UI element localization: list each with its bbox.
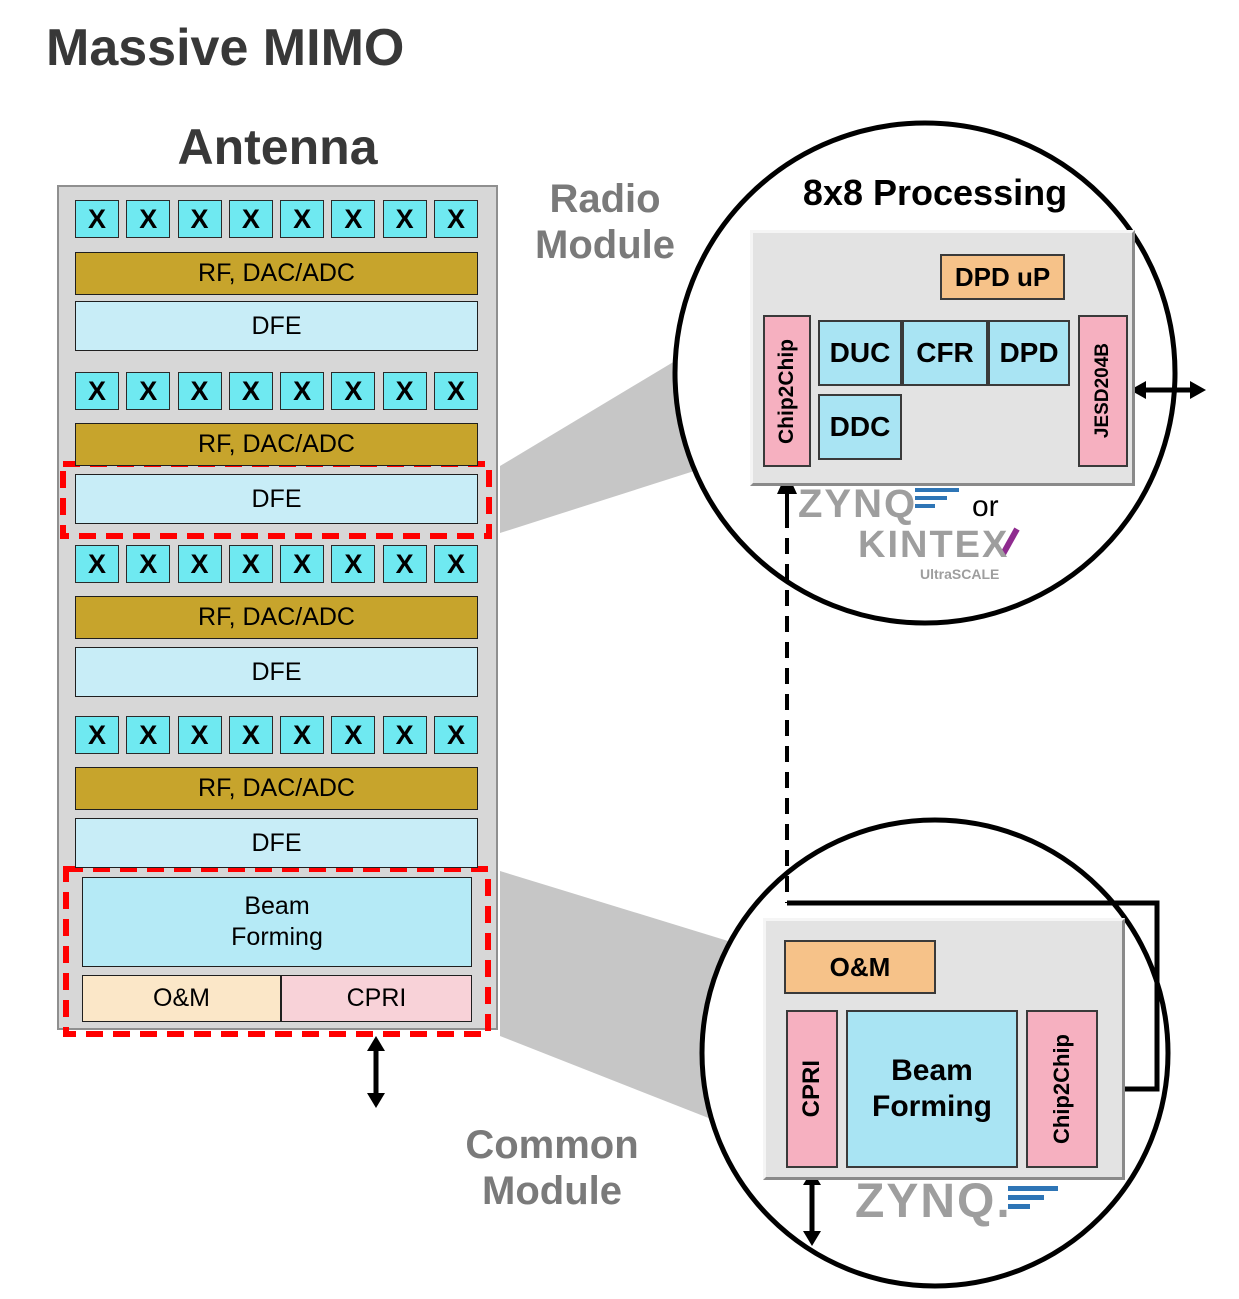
antenna-element: X: [228, 200, 273, 238]
kintex-logo-swoosh: [1000, 527, 1020, 556]
common-module-label-line2: Module: [482, 1169, 622, 1213]
antenna-element: X: [382, 372, 427, 410]
antenna-element: X: [75, 372, 119, 410]
common-chip2chip-label: Chip2Chip: [1049, 1034, 1074, 1144]
processing-circle-title: 8x8 Processing: [802, 172, 1068, 213]
antenna-heading: Antenna: [177, 119, 378, 175]
page-title: Massive MIMO: [46, 19, 405, 77]
antenna-element: X: [280, 716, 325, 754]
radio-module-label-line2: Module: [535, 223, 675, 267]
radio-module-label-line1: Radio: [549, 177, 661, 221]
common-beam-forming-line1: Beam: [891, 1054, 973, 1087]
beam-forming-line1: Beam: [244, 891, 310, 920]
antenna-element: X: [433, 716, 478, 754]
antenna-element: X: [433, 372, 478, 410]
antenna-element: X: [331, 372, 376, 410]
jesd204b-block: JESD204B: [1078, 315, 1128, 467]
antenna-element: X: [382, 716, 427, 754]
antenna-element: X: [280, 545, 325, 583]
common-beam-forming-line2: Forming: [872, 1090, 992, 1123]
common-highlight-rect: [63, 866, 491, 1037]
cpri-io-arrow: [367, 1036, 385, 1108]
dfe-highlight-rect: [60, 461, 492, 539]
antenna-element: X: [228, 372, 273, 410]
antenna-element: X: [228, 716, 273, 754]
cfr-block: CFR: [902, 320, 988, 386]
antenna-element: X: [126, 545, 171, 583]
antenna-element: X: [331, 200, 376, 238]
beam-forming-line2: Forming: [231, 923, 323, 951]
common-beam-forming-block: Beam Forming: [846, 1010, 1018, 1168]
chip2chip-label: Chip2Chip: [775, 338, 798, 444]
jesd204b-label: JESD204B: [1092, 343, 1113, 439]
antenna-element: X: [280, 200, 325, 238]
rf-dac-adc-bar: RF, DAC/ADC: [75, 252, 478, 295]
beam-forming-box: Beam Forming: [82, 877, 472, 967]
antenna-element: X: [177, 372, 222, 410]
antenna-element: X: [75, 200, 119, 238]
antenna-element: X: [126, 372, 171, 410]
common-module-label: Common Module: [432, 1122, 672, 1214]
common-zynq-logo: ZYNQ.: [855, 1175, 1012, 1228]
duc-block: DUC: [818, 320, 902, 386]
kintex-logo: KINTEX: [858, 524, 1010, 566]
common-module-label-line1: Common: [465, 1123, 639, 1167]
ultrascale-label: UltraSCALE: [920, 566, 1000, 582]
antenna-element: X: [75, 716, 119, 754]
radio-module-label: Radio Module: [505, 176, 705, 268]
om-box: O&M: [82, 975, 281, 1022]
common-chip2chip-block: Chip2Chip: [1026, 1010, 1098, 1168]
rf-dac-adc-bar: RF, DAC/ADC: [75, 767, 478, 810]
dfe-bar-highlighted: DFE: [75, 474, 478, 524]
antenna-element: X: [126, 716, 171, 754]
dpd-up-block: DPD uP: [940, 254, 1065, 300]
antenna-element: X: [280, 372, 325, 410]
ddc-block: DDC: [818, 394, 902, 460]
antenna-element: X: [433, 545, 478, 583]
common-om-block: O&M: [784, 940, 936, 994]
chip2chip-block: Chip2Chip: [763, 315, 811, 467]
antenna-element: X: [382, 200, 427, 238]
zynq-logo-streaks-top: [915, 488, 959, 508]
dfe-bar: DFE: [75, 818, 478, 868]
antenna-element: X: [382, 545, 427, 583]
dfe-bar: DFE: [75, 301, 478, 351]
rf-dac-adc-bar: RF, DAC/ADC: [75, 423, 478, 466]
antenna-element: X: [228, 545, 273, 583]
zynq-logo: ZYNQ: [798, 482, 918, 526]
dpd-block: DPD: [988, 320, 1070, 386]
antenna-element: X: [433, 200, 478, 238]
common-cpri-block: CPRI: [786, 1010, 838, 1168]
dfe-bar: DFE: [75, 647, 478, 697]
antenna-element: X: [75, 545, 119, 583]
rf-dac-adc-bar: RF, DAC/ADC: [75, 596, 478, 639]
or-label: or: [972, 490, 999, 523]
antenna-element: X: [331, 545, 376, 583]
jesd-io-arrow: [1130, 381, 1206, 399]
antenna-element: X: [126, 200, 171, 238]
antenna-element: X: [177, 545, 222, 583]
chip2chip-solid-route: [787, 900, 1160, 1092]
zynq-logo-streaks-bottom: [1008, 1186, 1058, 1209]
common-cpri-label: CPRI: [798, 1060, 825, 1118]
cpri-box: CPRI: [281, 975, 472, 1022]
antenna-element: X: [331, 716, 376, 754]
antenna-element: X: [177, 716, 222, 754]
antenna-element: X: [177, 200, 222, 238]
